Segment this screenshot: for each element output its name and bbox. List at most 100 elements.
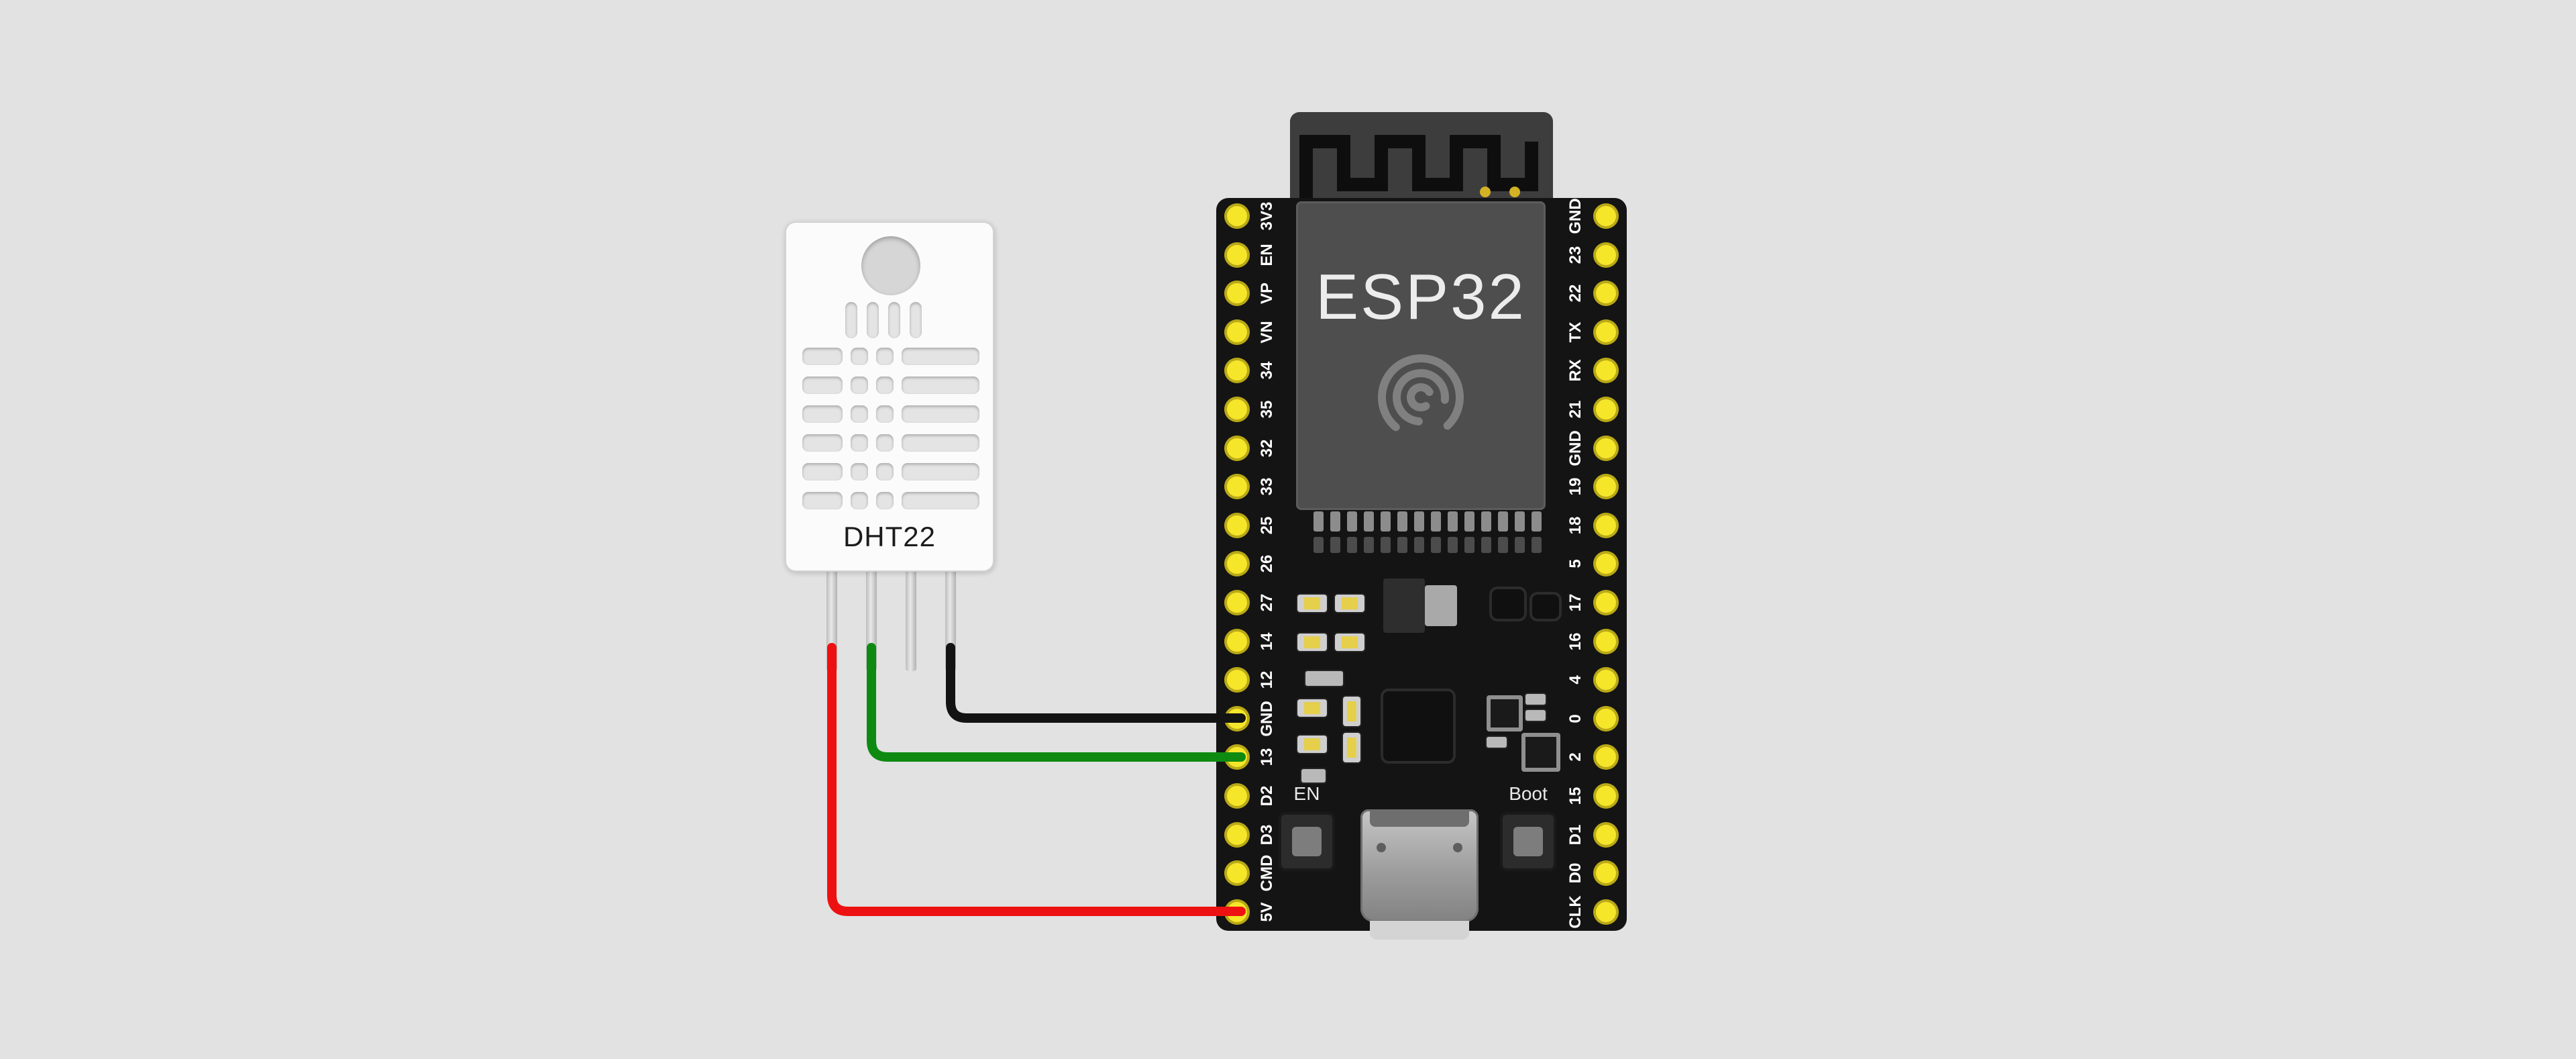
- module-pad: [1397, 511, 1407, 532]
- esp32-pin-right-16-11[interactable]: [1593, 628, 1619, 654]
- esp32-pin-right-gnd-0[interactable]: [1593, 203, 1619, 229]
- smd-led: [1297, 699, 1327, 717]
- dht22-vent-slot: [802, 405, 843, 423]
- module-pad: [1532, 511, 1542, 532]
- esp32-board[interactable]: ESP32 EN: [1216, 198, 1627, 940]
- esp32-pin-left-33-7[interactable]: [1224, 474, 1250, 500]
- esp32-pin-left-27-10[interactable]: [1224, 590, 1250, 615]
- smd-capacitor: [1525, 710, 1546, 721]
- esp32-pin-right-rx-4[interactable]: [1593, 358, 1619, 384]
- module-pad: [1431, 511, 1441, 532]
- esp32-pin-right-23-1[interactable]: [1593, 242, 1619, 268]
- esp32-pin-left-vn-3[interactable]: [1224, 319, 1250, 345]
- dht22-pin-2[interactable]: [866, 565, 877, 671]
- module-marker-dot: [1509, 187, 1520, 197]
- dht22-pin-3[interactable]: [906, 565, 916, 671]
- module-pad: [1381, 511, 1391, 532]
- esp32-pin-label-right-13: 0: [1566, 714, 1585, 723]
- esp32-pin-right-0-13[interactable]: [1593, 705, 1619, 732]
- module-pad: [1330, 511, 1340, 532]
- esp32-pin-label-right-0: GND: [1566, 198, 1585, 234]
- dht22-pin-1[interactable]: [826, 565, 837, 671]
- esp32-pin-right-clk-18[interactable]: [1593, 899, 1619, 925]
- en-button[interactable]: [1279, 812, 1335, 871]
- esp32-pin-right-15-15[interactable]: [1593, 783, 1619, 809]
- dht22-vent-slot: [802, 492, 843, 509]
- module-pad: [1414, 537, 1424, 553]
- smd-resistor: [1335, 634, 1364, 651]
- smd-capacitor: [1487, 737, 1507, 748]
- esp32-pin-right-17-10[interactable]: [1593, 590, 1619, 615]
- module-pad: [1313, 537, 1324, 553]
- module-pad: [1464, 537, 1474, 553]
- module-pad: [1414, 511, 1424, 532]
- esp32-pin-label-right-2: 22: [1566, 284, 1585, 303]
- antenna-meander: [1299, 135, 1538, 201]
- esp32-pin-right-5-9[interactable]: [1593, 551, 1619, 577]
- en-button-label: EN: [1293, 783, 1320, 804]
- module-pad: [1515, 511, 1525, 532]
- esp32-pin-right-19-7[interactable]: [1593, 474, 1619, 500]
- esp32-pin-right-18-8[interactable]: [1593, 512, 1619, 538]
- dht22-sensor[interactable]: DHT22: [785, 221, 994, 671]
- usb-dimple: [1453, 843, 1462, 852]
- esp32-pin-left-34-4[interactable]: [1224, 358, 1250, 384]
- esp32-pin-label-right-3: TX: [1566, 321, 1585, 343]
- esp32-pin-left-35-5[interactable]: [1224, 397, 1250, 422]
- smd-led: [1297, 595, 1327, 612]
- esp32-pin-left-3v3-0[interactable]: [1224, 203, 1250, 229]
- logo-arc: [1407, 383, 1435, 411]
- esp32-pin-right-gnd-6[interactable]: [1593, 435, 1619, 461]
- module-pad: [1347, 511, 1357, 532]
- usb-connector: [1360, 809, 1479, 922]
- crystal-oscillator: [1487, 695, 1523, 732]
- dht22-mounting-hole: [861, 236, 920, 295]
- boot-button[interactable]: [1500, 812, 1556, 871]
- esp32-pin-right-21-5[interactable]: [1593, 397, 1619, 422]
- dht22-vent-slot: [845, 302, 857, 338]
- esp32-pin-label-right-6: GND: [1566, 430, 1585, 466]
- esp32-pin-right-tx-3[interactable]: [1593, 319, 1619, 345]
- module-pad: [1481, 511, 1491, 532]
- esp32-pin-label-right-4: RX: [1566, 359, 1585, 383]
- esp32-pin-right-22-2[interactable]: [1593, 281, 1619, 307]
- dht22-vent-slot: [902, 405, 979, 423]
- esp32-pin-right-2-14[interactable]: [1593, 744, 1619, 770]
- voltage-regulator: [1383, 578, 1425, 633]
- esp32-pin-left-26-9[interactable]: [1224, 551, 1250, 577]
- esp32-pin-label-right-7: 19: [1566, 477, 1585, 496]
- usb-dimple: [1377, 843, 1386, 852]
- esp32-pin-label-right-14: 2: [1566, 752, 1585, 762]
- esp32-module-shield: ESP32: [1296, 201, 1546, 510]
- espressif-logo-icon: [1378, 354, 1464, 440]
- wire-ground-gnd[interactable]: [946, 643, 1246, 723]
- dht22-vent-slot: [876, 348, 894, 365]
- dht22-label: DHT22: [843, 521, 936, 552]
- esp32-pin-right-d1-16[interactable]: [1593, 821, 1619, 848]
- dht22-vent-slot: [876, 405, 894, 423]
- module-pad: [1397, 537, 1407, 553]
- module-pad: [1448, 537, 1458, 553]
- smd-capacitor: [1305, 671, 1343, 686]
- dht22-pin-4[interactable]: [945, 565, 956, 671]
- esp32-pin-right-d0-17[interactable]: [1593, 860, 1619, 887]
- esp32-pin-left-en-1[interactable]: [1224, 242, 1250, 268]
- wire-power-5v[interactable]: [827, 643, 1246, 916]
- esp32-pin-left-vp-2[interactable]: [1224, 281, 1250, 307]
- module-pad: [1498, 511, 1508, 532]
- wire-data-gpio13[interactable]: [867, 643, 1246, 762]
- esp32-pin-label-right-5: 21: [1566, 400, 1585, 419]
- dht22-vent-slot: [802, 348, 843, 365]
- dht22-vent-slot: [867, 302, 879, 338]
- dht22-vent-slot: [876, 376, 894, 394]
- module-pad: [1464, 511, 1474, 532]
- esp32-pin-right-4-12[interactable]: [1593, 667, 1619, 693]
- boot-button-label: Boot: [1509, 783, 1548, 804]
- esp32-pin-label-right-10: 17: [1566, 593, 1585, 612]
- module-pad: [1313, 511, 1324, 532]
- module-pad: [1347, 537, 1357, 553]
- esp32-pin-left-32-6[interactable]: [1224, 435, 1250, 461]
- esp32-pin-left-25-8[interactable]: [1224, 512, 1250, 538]
